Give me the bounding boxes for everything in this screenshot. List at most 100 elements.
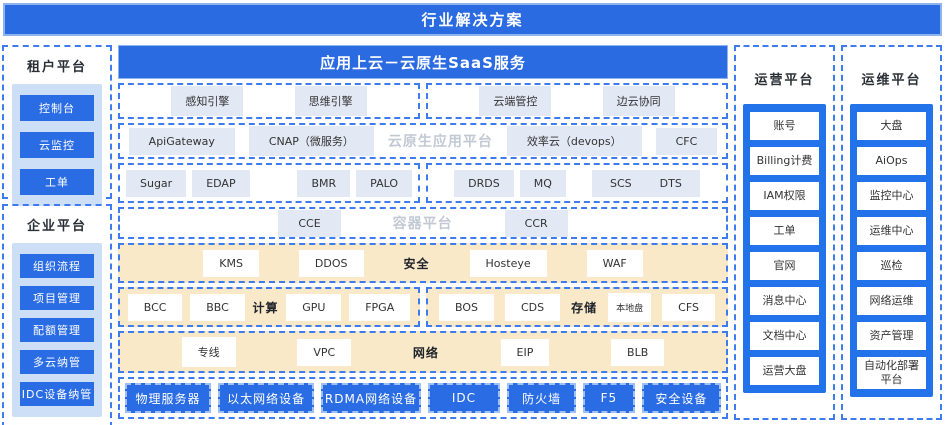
item-account: 账号	[750, 112, 819, 140]
top-banner: 行业解决方案	[3, 3, 942, 36]
tenant-platform-title: 租户平台	[26, 60, 87, 75]
item-billing: Billing计费	[750, 147, 819, 175]
label-cloud-native-app-platform: 云原生应用平台	[387, 134, 493, 150]
chip-scs: SCS	[610, 176, 632, 190]
chip-dts: DTS	[659, 176, 682, 190]
ops-platform-section: 运营平台 账号 Billing计费 IAM权限 工单 官网 消息中心 文档中心 …	[734, 45, 835, 420]
chip-perception-engine: 感知引擎	[171, 86, 244, 116]
btn-security-device: 安全设备	[641, 383, 721, 413]
chip-vpc: VPC	[297, 338, 352, 366]
item-work-order: 工单	[750, 217, 819, 245]
chip-cnap-microservice: CNAP（微服务）	[248, 126, 374, 156]
engine-box-left: 感知引擎 思维引擎	[118, 83, 420, 119]
item-message-center: 消息中心	[750, 287, 819, 315]
chip-bcc: BCC	[127, 293, 183, 321]
chip-gpu: GPU	[286, 293, 342, 321]
chip-palo: PALO	[356, 169, 412, 197]
container-platform-box: CCE 容器平台 CCR	[118, 207, 728, 239]
item-inspection: 巡检	[857, 252, 926, 280]
engine-box-right: 云端管控 边云协同	[426, 83, 728, 119]
maint-platform-panel: 大盘 AiOps 监控中心 运维中心 巡检 网络运维 资产管理 自动化部署平台	[850, 104, 933, 397]
tenant-platform-section: 租户平台 控制台 云监控 工单	[2, 45, 112, 206]
label-compute: 计算	[252, 300, 279, 315]
chip-thinking-engine: 思维引擎	[294, 86, 367, 116]
enterprise-platform-section: 企业平台 组织流程 项目管理 配额管理 多云纳管 IDC设备纳管	[2, 204, 112, 425]
center-header: 应用上云－云原生SaaS服务	[118, 45, 728, 79]
item-iam: IAM权限	[750, 182, 819, 210]
item-idc-device-mgmt: IDC设备纳管	[20, 382, 94, 406]
data-box-right: DRDS MQ SCS DTS	[426, 163, 728, 203]
row-data-services: Sugar EDAP BMR PALO DRDS MQ SCS DTS	[118, 163, 728, 203]
chip-scs-dts: SCS DTS	[592, 169, 700, 197]
btn-physical-server: 物理服务器	[125, 383, 211, 413]
item-monitor-center: 监控中心	[857, 182, 926, 210]
compute-box: BCC BBC 计算 GPU FPGA	[118, 287, 420, 327]
item-ticket: 工单	[20, 169, 94, 195]
item-maint-center: 运维中心	[857, 217, 926, 245]
row-compute-storage: BCC BBC 计算 GPU FPGA BOS CDS 存储 本地盘 CFS	[118, 287, 728, 327]
tenant-platform-panel: 控制台 云监控 工单	[12, 84, 102, 206]
chip-local-disk: 本地盘	[608, 292, 652, 322]
top-banner-title: 行业解决方案	[421, 11, 524, 29]
item-multicloud-mgmt: 多云纳管	[20, 350, 94, 374]
chip-ccr: CCR	[504, 209, 568, 237]
maint-platform-section: 运维平台 大盘 AiOps 监控中心 运维中心 巡检 网络运维 资产管理 自动化…	[841, 45, 942, 420]
item-website: 官网	[750, 252, 819, 280]
chip-sugar: Sugar	[126, 169, 187, 197]
item-auto-deploy: 自动化部署平台	[857, 357, 926, 389]
chip-hosteye: Hosteye	[469, 249, 547, 277]
storage-box: BOS CDS 存储 本地盘 CFS	[426, 287, 728, 327]
item-quota-mgmt: 配额管理	[20, 318, 94, 342]
ops-platform-title: 运营平台	[754, 73, 815, 88]
item-doc-center: 文档中心	[750, 322, 819, 350]
item-console: 控制台	[20, 95, 94, 121]
chip-cce: CCE	[278, 209, 341, 237]
chip-edge-cloud-collab: 边云协同	[602, 86, 675, 116]
chip-bbc: BBC	[190, 293, 245, 321]
chip-fpga: FPGA	[349, 293, 411, 321]
chip-mq: MQ	[519, 169, 566, 197]
row-engines: 感知引擎 思维引擎 云端管控 边云协同	[118, 83, 728, 119]
item-org-process: 组织流程	[20, 254, 94, 278]
chip-ddos: DDOS	[298, 249, 364, 277]
chip-drds: DRDS	[454, 169, 514, 197]
item-asset-mgmt: 资产管理	[857, 322, 926, 350]
item-ops-dashboard: 运营大盘	[750, 357, 819, 385]
left-column: 租户平台 控制台 云监控 工单 企业平台 组织流程 项目管理 配额管理 多云纳管…	[2, 45, 112, 425]
label-container-platform: 容器平台	[392, 216, 453, 232]
chip-devops-cloud: 效率云（devops）	[506, 126, 642, 156]
chip-blb: BLB	[611, 338, 665, 366]
chip-waf: WAF	[586, 249, 643, 277]
chip-bos: BOS	[439, 293, 494, 321]
center-column: 应用上云－云原生SaaS服务 感知引擎 思维引擎 云端管控 边云协同 ApiGa…	[118, 45, 728, 420]
item-cloud-monitor: 云监控	[20, 132, 94, 158]
btn-rdma-device: RDMA网络设备	[321, 383, 421, 413]
center-header-title: 应用上云－云原生SaaS服务	[320, 53, 526, 72]
chip-apigateway: ApiGateway	[128, 127, 235, 155]
item-network-ops: 网络运维	[857, 287, 926, 315]
chip-cfs: CFS	[662, 293, 715, 321]
chip-eip: EIP	[500, 338, 550, 366]
security-box: KMS DDOS 安全 Hosteye WAF	[118, 243, 728, 283]
label-storage: 存储	[571, 300, 598, 315]
chip-edap: EDAP	[192, 169, 250, 197]
item-dashboard: 大盘	[857, 112, 926, 140]
btn-f5: F5	[583, 383, 635, 413]
data-box-left: Sugar EDAP BMR PALO	[118, 163, 420, 203]
chip-cfc: CFC	[655, 127, 718, 155]
item-project-mgmt: 项目管理	[20, 286, 94, 310]
label-network: 网络	[412, 345, 439, 360]
item-aiops: AiOps	[857, 147, 926, 175]
chip-dedicated-line: 专线	[181, 337, 236, 367]
chip-kms: KMS	[203, 249, 259, 277]
main-area: 租户平台 控制台 云监控 工单 企业平台 组织流程 项目管理 配额管理 多云纳管…	[2, 45, 942, 425]
label-security: 安全	[403, 256, 430, 271]
chip-cloud-control: 云端管控	[479, 86, 552, 116]
btn-firewall: 防火墙	[507, 383, 577, 413]
enterprise-platform-panel: 组织流程 项目管理 配额管理 多云纳管 IDC设备纳管	[12, 243, 102, 417]
maint-platform-title: 运维平台	[861, 73, 922, 88]
hardware-box: 物理服务器 以太网络设备 RDMA网络设备 IDC 防火墙 F5 安全设备	[118, 377, 728, 419]
ops-platform-panel: 账号 Billing计费 IAM权限 工单 官网 消息中心 文档中心 运营大盘	[743, 104, 826, 393]
network-box: 专线 VPC 网络 EIP BLB	[118, 331, 728, 373]
